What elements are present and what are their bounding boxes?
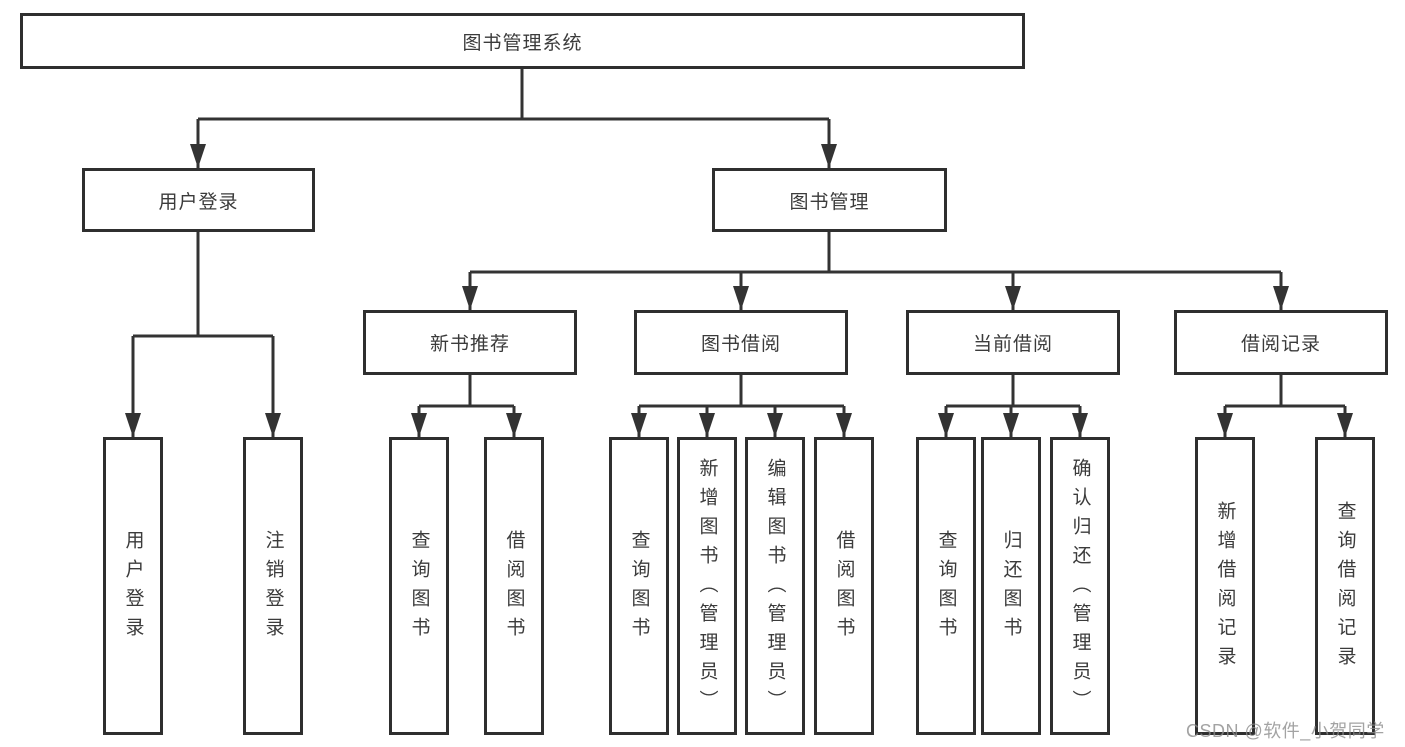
- node-library-management-system: 图书管理系统: [20, 13, 1025, 69]
- leaf-add-books-admin: 新增图书（管理员）: [677, 437, 737, 735]
- watermark: CSDN @软件_小贺同学: [1186, 721, 1385, 741]
- leaf-logout: 注销登录: [243, 437, 303, 735]
- node-book-borrowing: 图书借阅: [634, 310, 848, 375]
- leaf-query-books-borrowing: 查询图书: [609, 437, 669, 735]
- node-book-management: 图书管理: [712, 168, 947, 232]
- leaf-confirm-return-admin: 确认归还（管理员）: [1050, 437, 1110, 735]
- leaf-query-books-current: 查询图书: [916, 437, 976, 735]
- leaf-edit-books-admin: 编辑图书（管理员）: [745, 437, 805, 735]
- connector-user-login: [125, 232, 281, 437]
- leaf-borrow-books-recommend: 借阅图书: [484, 437, 544, 735]
- connector-current-borrowing: [938, 375, 1088, 437]
- node-current-borrowing: 当前借阅: [906, 310, 1120, 375]
- leaf-user-login: 用户登录: [103, 437, 163, 735]
- node-new-book-recommendation: 新书推荐: [363, 310, 577, 375]
- node-user-login: 用户登录: [82, 168, 315, 232]
- connector-root: [190, 69, 837, 168]
- connector-borrowing-records: [1217, 375, 1353, 437]
- leaf-query-books-recommend: 查询图书: [389, 437, 449, 735]
- node-borrowing-records: 借阅记录: [1174, 310, 1388, 375]
- leaf-borrow-books-borrowing: 借阅图书: [814, 437, 874, 735]
- connector-new-book-recommendation: [411, 375, 522, 437]
- connector-book-borrowing: [631, 375, 852, 437]
- connector-book-management: [462, 232, 1289, 310]
- leaf-query-borrow-record: 查询借阅记录: [1315, 437, 1375, 735]
- leaf-add-borrow-record: 新增借阅记录: [1195, 437, 1255, 735]
- leaf-return-books: 归还图书: [981, 437, 1041, 735]
